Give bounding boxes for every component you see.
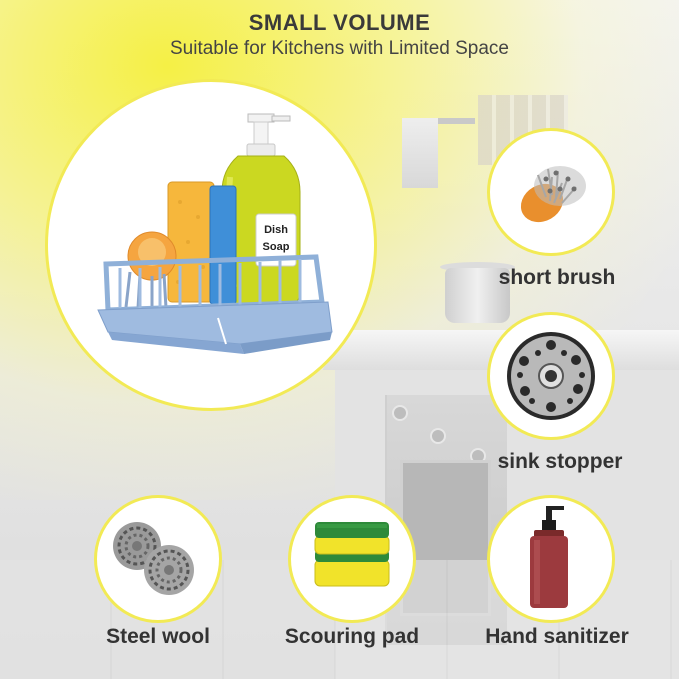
hand-sanitizer-label: Hand sanitizer <box>485 625 629 648</box>
steel-wool-icon <box>113 522 194 595</box>
product-circle: Dish Soap <box>45 79 377 411</box>
sink-caddy-icon: Dish Soap <box>97 113 333 354</box>
sink-stopper-icon <box>507 332 595 420</box>
bottle-label-line1: Dish <box>264 224 288 236</box>
bottle-label-line2: Soap <box>263 241 290 253</box>
sink-stopper-circle <box>487 312 615 440</box>
hand-sanitizer-circle <box>487 495 615 623</box>
headline: SMALL VOLUME <box>248 10 431 35</box>
towel <box>402 118 438 188</box>
scouring-pad-icon <box>314 522 390 587</box>
steel-wool-circle <box>94 495 222 623</box>
oven-knob <box>430 428 446 444</box>
short-brush-icon <box>520 166 586 223</box>
hand-sanitizer-icon <box>530 506 568 608</box>
short-brush-circle <box>487 128 615 256</box>
steel-wool-label: Steel wool <box>106 625 210 648</box>
oven-knob <box>392 405 408 421</box>
pot-lid <box>440 262 515 272</box>
short-brush-label: short brush <box>498 266 616 289</box>
scouring-pad-circle <box>288 495 416 623</box>
scouring-pad-label: Scouring pad <box>284 625 420 648</box>
sink-stopper-label: sink stopper <box>497 450 623 473</box>
cooking-pot <box>445 268 510 323</box>
towel-rail <box>405 118 475 124</box>
subheadline: Suitable for Kitchens with Limited Space <box>169 38 509 59</box>
